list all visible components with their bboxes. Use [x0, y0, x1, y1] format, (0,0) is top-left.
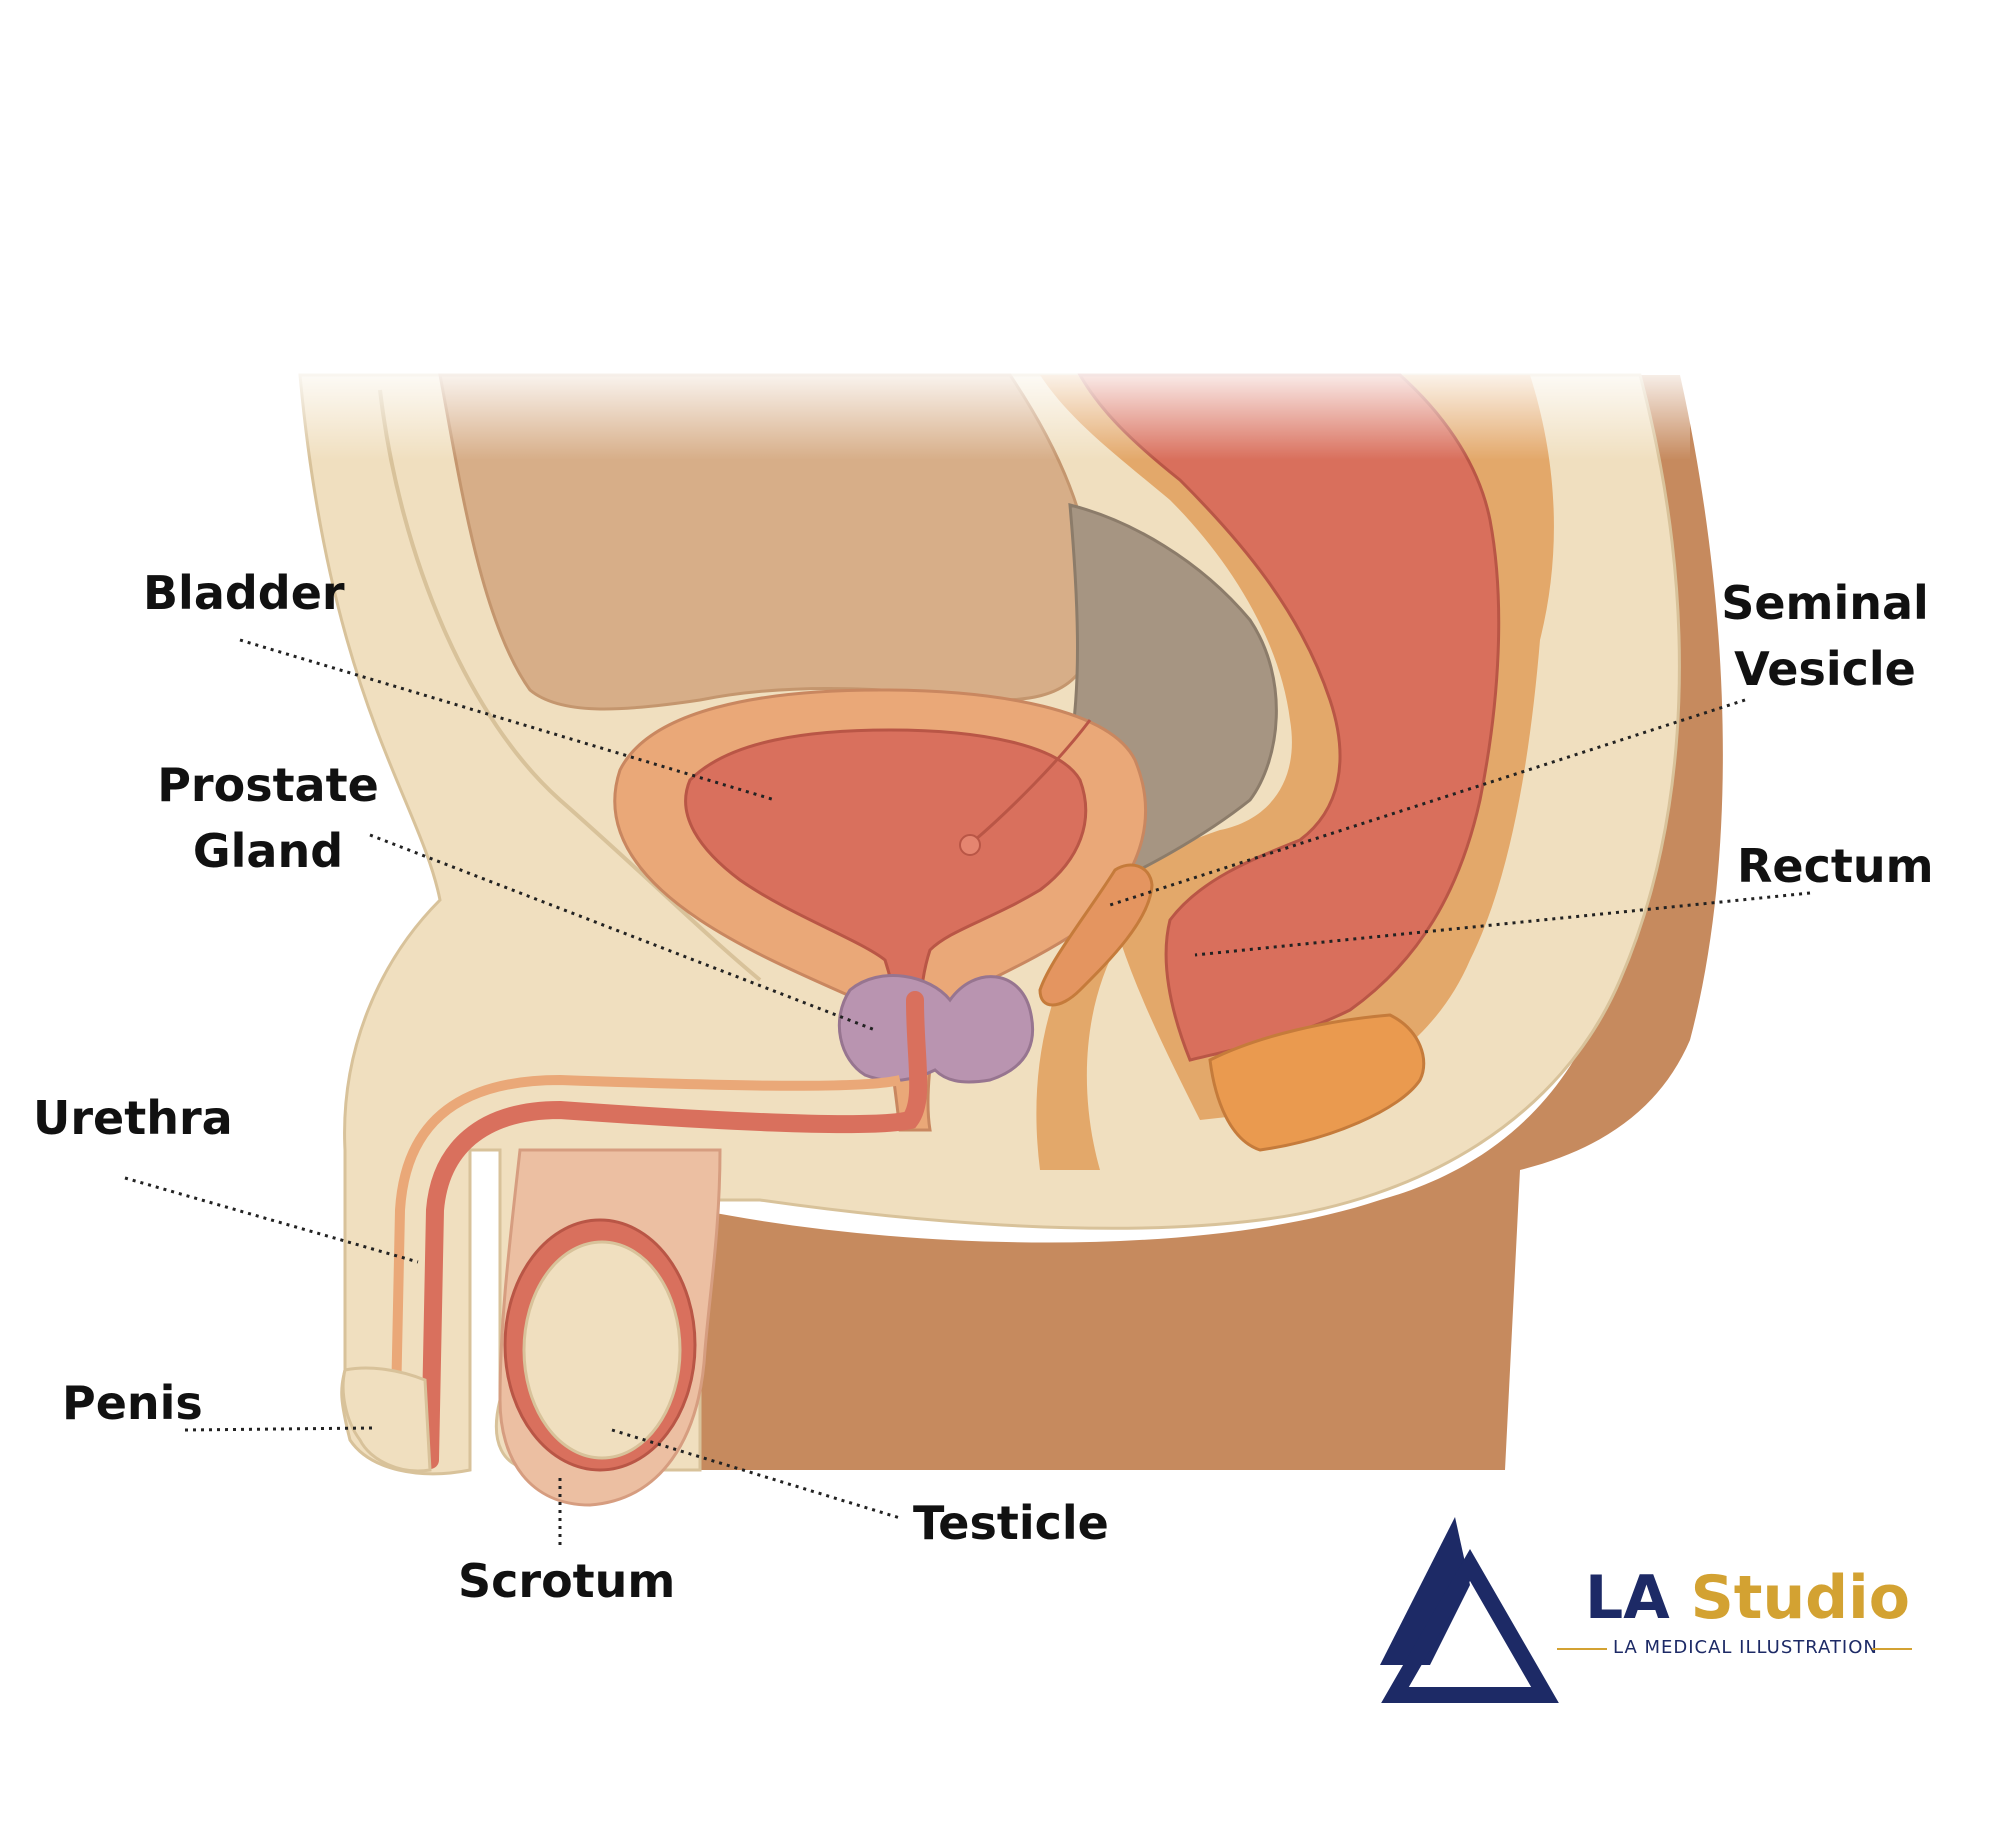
label-bladder: Bladder — [143, 566, 345, 620]
brand-rule-right — [1872, 1648, 1912, 1650]
anal-sphincter — [1208, 1013, 1426, 1152]
ureter-opening — [959, 834, 981, 856]
urethra — [421, 991, 928, 1469]
glans — [341, 1366, 432, 1473]
leader-lines — [124, 638, 1811, 1545]
prostate-gland — [837, 974, 1035, 1084]
label-penis: Penis — [62, 1376, 203, 1430]
label-seminal-vesicle: Seminal Vesicle — [1705, 570, 1945, 702]
brand-triangle-icon — [1380, 1517, 1559, 1703]
top-fade — [290, 360, 1690, 460]
brand-name-la: LA — [1585, 1563, 1670, 1633]
leader-prostate — [369, 833, 876, 1032]
label-prostate-line2: Gland — [192, 824, 344, 878]
label-prostate-gland: Prostate Gland — [153, 752, 383, 884]
label-prostate-line1: Prostate — [157, 758, 379, 812]
brand-rule-left — [1557, 1648, 1607, 1650]
penile-tissue-band — [390, 1074, 902, 1451]
label-seminal-vesicle-line2: Vesicle — [1734, 642, 1916, 696]
label-rectum: Rectum — [1737, 839, 1934, 893]
brand-name-studio: Studio — [1690, 1563, 1910, 1633]
brand-name: LA Studio — [1585, 1563, 1910, 1633]
leader-testicle — [611, 1428, 901, 1520]
ureter — [974, 719, 1092, 842]
buttock-tissue — [700, 375, 1723, 1470]
seminal-vesicle — [1038, 863, 1154, 1007]
label-testicle: Testicle — [913, 1496, 1109, 1550]
leader-urethra — [124, 1176, 419, 1264]
label-scrotum: Scrotum — [458, 1554, 676, 1608]
testicle — [522, 1240, 682, 1460]
label-seminal-vesicle-line1: Seminal — [1721, 576, 1929, 630]
brand-logo: LA Studio LA MEDICAL ILLUSTRATION — [1370, 1505, 1930, 1705]
rectum — [1077, 373, 1501, 1062]
leader-bladder — [239, 638, 776, 802]
brand-subtitle: LA MEDICAL ILLUSTRATION — [1613, 1637, 1878, 1658]
label-urethra: Urethra — [33, 1091, 233, 1145]
pubic-layer — [378, 389, 762, 982]
bladder — [684, 728, 1088, 1062]
leader-penis — [184, 1426, 373, 1432]
